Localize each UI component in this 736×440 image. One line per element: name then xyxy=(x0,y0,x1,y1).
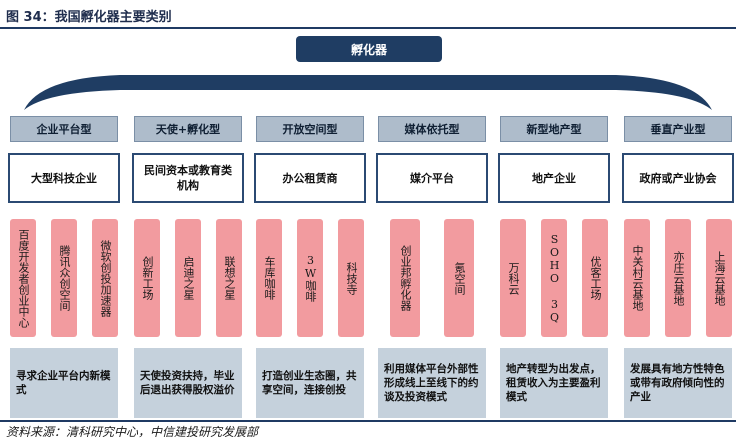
model-description: 发展具有地方性特色或带有政府倾向性的产业 xyxy=(624,348,732,418)
example-label: 微软创投加速器 xyxy=(99,239,112,317)
category-label: 开放空间型 xyxy=(256,116,364,142)
model-description: 利用媒体平台外部性形成线上至线下的约谈及投资模式 xyxy=(378,348,486,418)
example-label: 百度开发者创业中心 xyxy=(17,228,30,328)
example-box: 万科云 xyxy=(500,219,526,337)
example-box: 中关村云基地 xyxy=(624,219,650,337)
model-description: 地产转型为出发点，租赁收入为主要盈利模式 xyxy=(500,348,608,418)
example-label: 科技寺 xyxy=(345,261,358,295)
example-box: 氪空间 xyxy=(444,219,474,337)
category-column: 企业平台型大型科技企业百度开发者创业中心 腾讯众创空间 微软创投加速器寻求企业平台内… xyxy=(8,116,120,418)
operator-box: 办公租赁商 xyxy=(254,153,366,203)
model-description-text: 发展具有地方性特色或带有政府倾向性的产业 xyxy=(630,363,725,403)
model-description-text: 地产转型为出发点，租赁收入为主要盈利模式 xyxy=(506,363,601,403)
example-label: 氪空间 xyxy=(453,261,466,295)
example-label: 联想之星 xyxy=(223,256,236,300)
arc-bracket xyxy=(24,75,712,110)
operator-box: 地产企业 xyxy=(498,153,610,203)
example-label: 启迪之星 xyxy=(182,256,195,300)
example-box: 创新工场 xyxy=(134,219,160,337)
category-column: 媒体依托型媒介平台创业邦孵化器 氪空间利用媒体平台外部性形成线上至线下的约谈及投资… xyxy=(376,116,488,418)
example-group: 创新工场 启迪之星 联想之星 xyxy=(134,219,242,339)
example-box: 微软创投加速器 xyxy=(92,219,118,337)
model-description-text: 利用媒体平台外部性形成线上至线下的约谈及投资模式 xyxy=(384,363,479,403)
example-label: 亦庄云基地 xyxy=(672,250,685,306)
operator-box: 民间资本或教育类机构 xyxy=(132,153,244,203)
bottom-rule xyxy=(0,420,736,422)
category-column: 新型地产型地产企业万科云 SOHO 3Q 优客工场地产转型为出发点，租赁收入为主要盈… xyxy=(498,116,610,418)
top-rule xyxy=(0,27,736,29)
figure-source: 资料来源：清科研究中心，中信建投研究发展部 xyxy=(6,425,259,439)
example-box: 亦庄云基地 xyxy=(665,219,691,337)
category-label: 媒体依托型 xyxy=(378,116,486,142)
example-label: 腾讯众创空间 xyxy=(58,245,71,311)
example-label: 创业邦孵化器 xyxy=(399,245,412,311)
example-label: 创新工场 xyxy=(141,256,154,300)
category-label: 垂直产业型 xyxy=(624,116,732,142)
example-label: 上海云基地 xyxy=(713,250,726,306)
category-column: 天使+孵化型民间资本或教育类机构创新工场 启迪之星 联想之星天使投资扶持，毕业后退出… xyxy=(132,116,244,418)
example-group: 创业邦孵化器 氪空间 xyxy=(378,219,486,339)
example-box: 百度开发者创业中心 xyxy=(10,219,36,337)
category-column: 垂直产业型政府或产业协会中关村云基地 亦庄云基地 上海云基地发展具有地方性特色或带有… xyxy=(622,116,734,418)
root-node: 孵化器 xyxy=(296,36,442,62)
example-group: 万科云 SOHO 3Q 优客工场 xyxy=(500,219,608,339)
category-label: 天使+孵化型 xyxy=(134,116,242,142)
operator-box: 政府或产业协会 xyxy=(622,153,734,203)
model-description: 寻求企业平台内新模式 xyxy=(10,348,118,418)
example-group: 车库咖啡 3W咖啡 科技寺 xyxy=(256,219,364,339)
model-description: 打造创业生态圈，共享空间，连接创投 xyxy=(256,348,364,418)
model-description-text: 寻求企业平台内新模式 xyxy=(16,370,111,396)
example-group: 中关村云基地 亦庄云基地 上海云基地 xyxy=(624,219,732,339)
example-label: SOHO 3Q xyxy=(548,232,561,324)
example-label: 优客工场 xyxy=(589,256,602,300)
example-box: 优客工场 xyxy=(582,219,608,337)
model-description-text: 打造创业生态圈，共享空间，连接创投 xyxy=(262,370,357,396)
model-description: 天使投资扶持，毕业后退出获得股权溢价 xyxy=(134,348,242,418)
example-label: 中关村云基地 xyxy=(631,245,644,311)
example-box: 启迪之星 xyxy=(175,219,201,337)
operator-box: 媒介平台 xyxy=(376,153,488,203)
example-box: 腾讯众创空间 xyxy=(51,219,77,337)
category-column: 开放空间型办公租赁商车库咖啡 3W咖啡 科技寺打造创业生态圈，共享空间，连接创投 xyxy=(254,116,366,418)
example-box: 联想之星 xyxy=(216,219,242,337)
example-box: 3W咖啡 xyxy=(297,219,323,337)
example-box: 上海云基地 xyxy=(706,219,732,337)
operator-box: 大型科技企业 xyxy=(8,153,120,203)
example-label: 万科云 xyxy=(507,261,520,295)
example-label: 3W咖啡 xyxy=(304,254,317,302)
model-description-text: 天使投资扶持，毕业后退出获得股权溢价 xyxy=(140,370,235,396)
example-box: SOHO 3Q xyxy=(541,219,567,337)
example-box: 创业邦孵化器 xyxy=(390,219,420,337)
example-box: 车库咖啡 xyxy=(256,219,282,337)
category-label: 新型地产型 xyxy=(500,116,608,142)
figure-title: 图 34：我国孵化器主要类别 xyxy=(6,10,172,25)
example-group: 百度开发者创业中心 腾讯众创空间 微软创投加速器 xyxy=(10,219,118,339)
category-label: 企业平台型 xyxy=(10,116,118,142)
example-box: 科技寺 xyxy=(338,219,364,337)
example-label: 车库咖啡 xyxy=(263,256,276,300)
